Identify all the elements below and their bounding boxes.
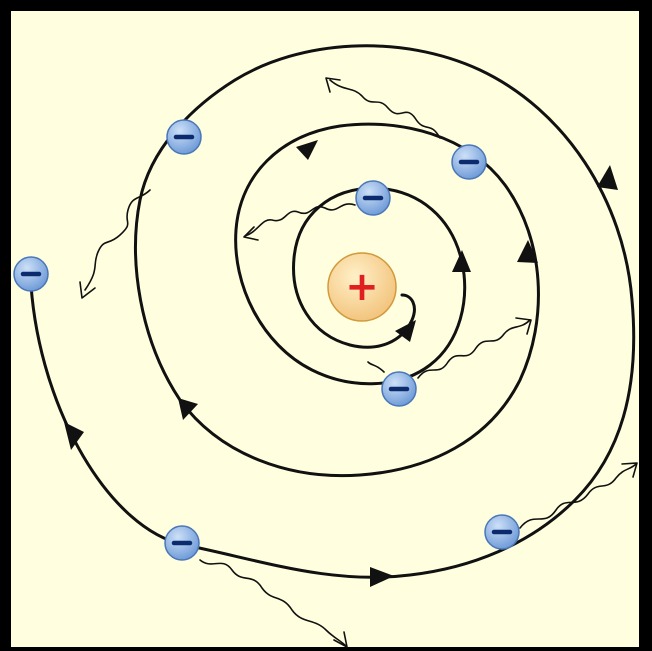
electron-lower-right	[485, 515, 519, 549]
electron-lower-left	[165, 526, 199, 560]
nucleus: +	[328, 253, 396, 321]
electron-inner-bottom	[382, 372, 416, 406]
electron-inner-top	[356, 181, 390, 215]
nucleus-plus-sign: +	[345, 264, 379, 310]
electron-upper-right	[452, 145, 486, 179]
diagram-background	[11, 11, 639, 647]
electron-upper-left	[167, 120, 201, 154]
electron-outer-left	[14, 257, 48, 291]
